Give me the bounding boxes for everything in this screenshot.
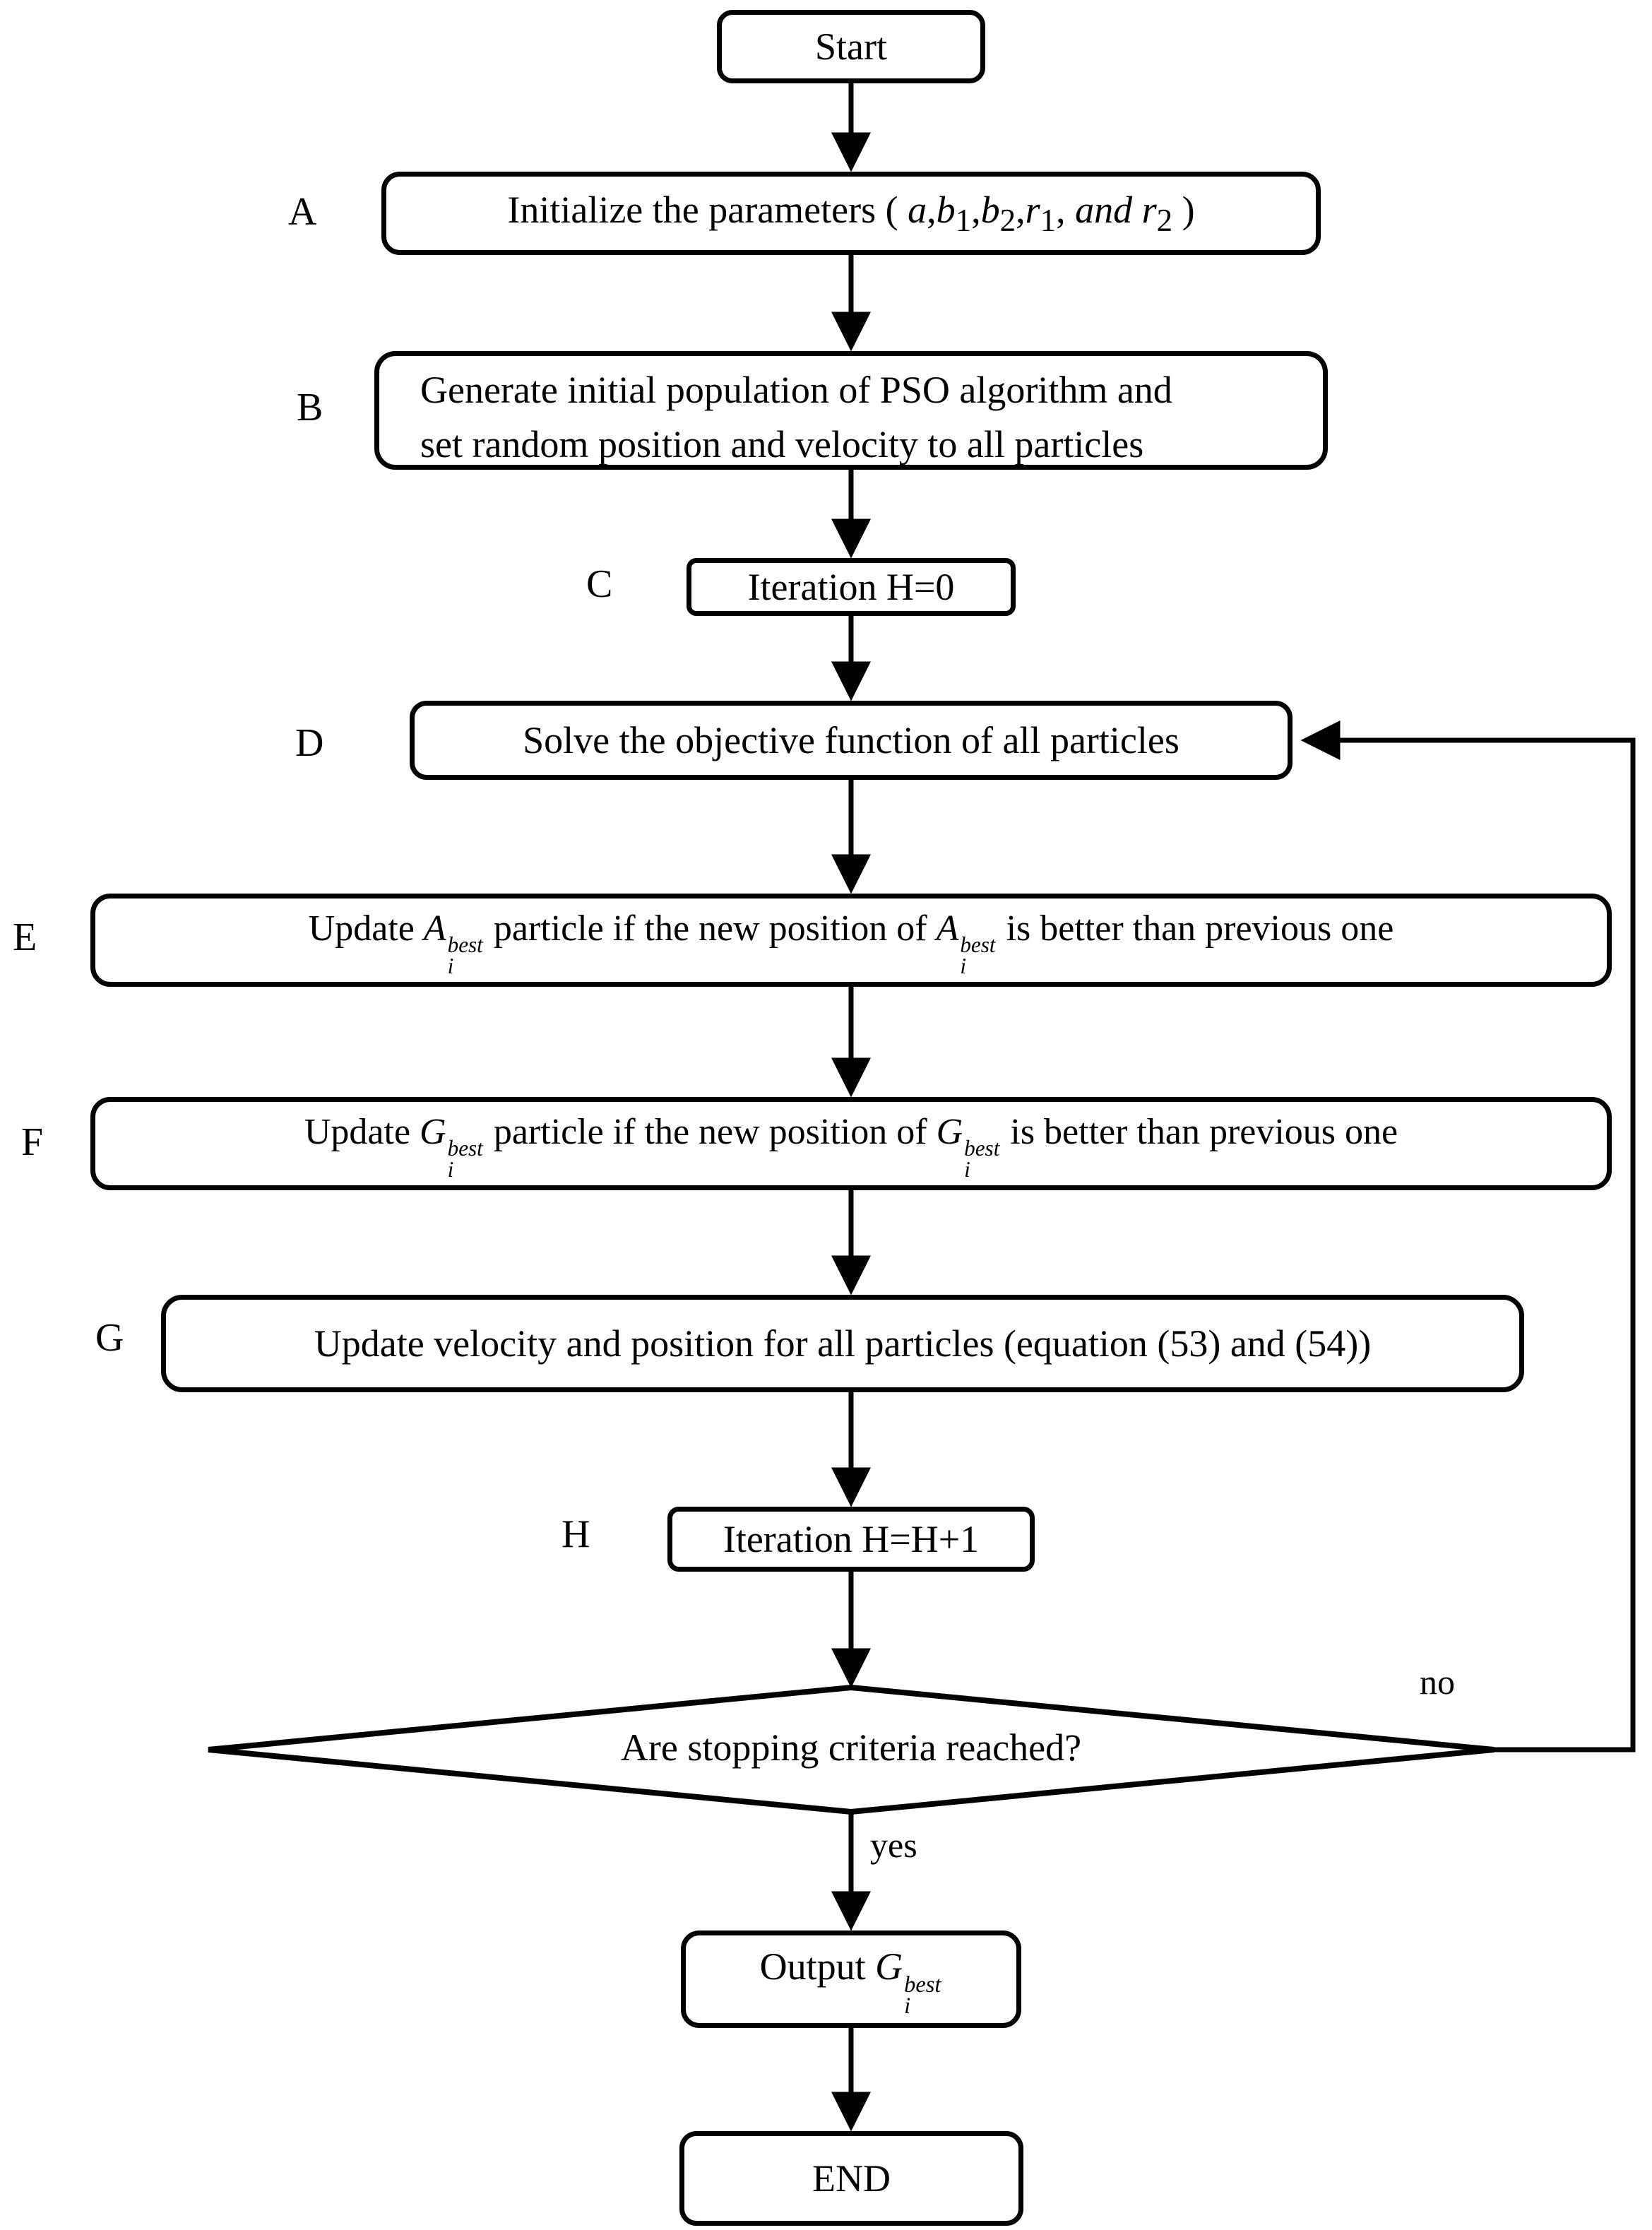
node-h-text: Iteration H=H+1 (723, 1517, 980, 1560)
node-h-iteration-increment: Iteration H=H+1 (667, 1507, 1035, 1572)
step-label-a: A (288, 190, 317, 234)
step-label-e: E (13, 915, 37, 959)
node-end-text: END (812, 2157, 891, 2200)
decision-text: Are stopping criteria reached? (620, 1726, 1082, 1769)
node-c-text: Iteration H=0 (747, 565, 955, 608)
edge-label-no: no (1420, 1662, 1455, 1702)
step-label-h: H (561, 1512, 590, 1556)
step-label-b: B (297, 386, 323, 429)
node-start-text: Start (815, 25, 887, 68)
step-label-f: F (21, 1120, 44, 1164)
step-label-g: G (95, 1316, 124, 1360)
node-start: Start (717, 10, 985, 83)
step-label-d: D (295, 721, 324, 765)
node-d-text: Solve the objective function of all part… (523, 718, 1179, 761)
node-b-text: Generate initial population of PSO algor… (420, 369, 1172, 465)
node-d-solve-objective: Solve the objective function of all part… (410, 701, 1293, 780)
node-b-generate-population: Generate initial population of PSO algor… (374, 351, 1328, 470)
node-c-iteration-zero: Iteration H=0 (687, 558, 1016, 616)
node-end: END (679, 2131, 1023, 2226)
step-label-c: C (586, 562, 613, 606)
node-a-text: Initialize the parameters ( a,b1,b2,r1, … (507, 189, 1195, 239)
arrow-no-feedback-to-d (1300, 720, 1636, 1752)
node-g-update-velocity-position: Update velocity and position for all par… (161, 1295, 1524, 1392)
edge-label-yes: yes (870, 1825, 917, 1865)
node-g-text: Update velocity and position for all par… (314, 1322, 1372, 1365)
decision-diamond-shape (208, 1684, 1494, 1815)
node-a-initialize-parameters: Initialize the parameters ( a,b1,b2,r1, … (381, 172, 1321, 255)
